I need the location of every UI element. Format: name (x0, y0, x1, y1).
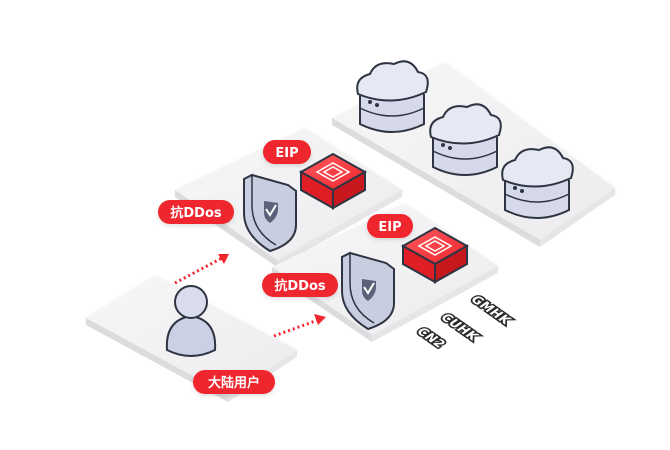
connection-arrow-bottom (273, 314, 326, 338)
ddos-label-bottom: 抗DDos (262, 273, 338, 297)
line-tag-cn2: CN2 (413, 325, 449, 350)
line-tag-gmhk: GMHK (467, 293, 515, 327)
cloud-server-icon (429, 103, 502, 176)
eip-chip-icon (400, 226, 470, 284)
cloud-server-icon (356, 60, 429, 133)
eip-label-top: EIP (263, 140, 311, 164)
svg-text:EIP: EIP (275, 146, 298, 161)
svg-text:EIP: EIP (378, 220, 401, 235)
eip-label-bottom: EIP (367, 214, 413, 238)
svg-text:抗DDos: 抗DDos (170, 205, 222, 221)
svg-text:大陆用户: 大陆用户 (208, 375, 260, 391)
user-label: 大陆用户 (193, 370, 275, 394)
connection-arrow-top (174, 254, 229, 285)
eip-chip-icon (298, 152, 368, 210)
shield-check-icon (341, 251, 395, 331)
svg-text:抗DDos: 抗DDos (274, 278, 326, 294)
shield-check-icon (243, 173, 297, 253)
user-icon (165, 285, 217, 357)
cloud-server-icon (501, 146, 574, 219)
ddos-label-top: 抗DDos (158, 200, 234, 224)
